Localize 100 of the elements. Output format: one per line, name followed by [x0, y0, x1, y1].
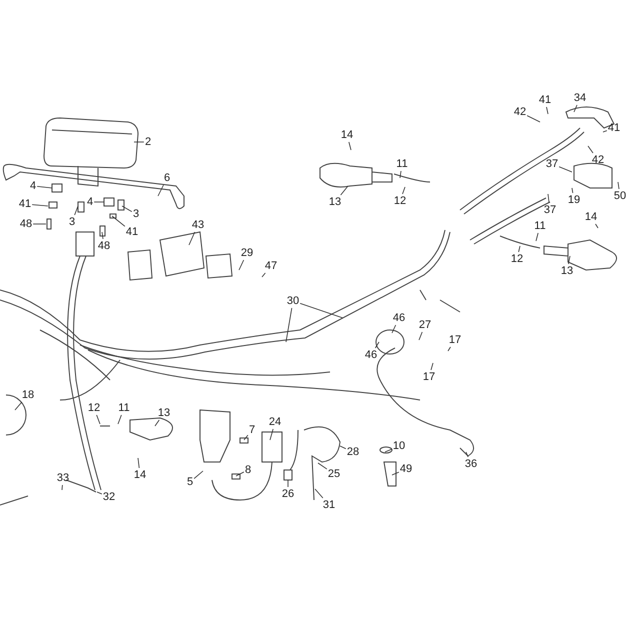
callout-number: 47 — [264, 260, 278, 272]
leader-line — [418, 332, 423, 340]
leader-line — [548, 194, 550, 204]
callout-number: 31 — [322, 499, 336, 511]
leader-line — [300, 303, 344, 318]
callout-number: 41 — [18, 198, 32, 210]
leader-line — [286, 308, 292, 342]
leader-line — [595, 224, 598, 228]
leader-line — [518, 246, 520, 252]
leader-line — [32, 204, 48, 206]
callout-number: 33 — [56, 472, 70, 484]
leader-line — [392, 472, 400, 476]
leader-line — [118, 414, 122, 424]
callout-number: 13 — [328, 196, 342, 208]
callout-number: 41 — [608, 122, 620, 134]
callout-number: 3 — [68, 216, 76, 228]
leader-line — [568, 256, 570, 264]
callout-number: 10 — [392, 440, 406, 452]
callout-number: 17 — [448, 334, 462, 346]
leader-line — [122, 206, 132, 212]
leader-line — [262, 272, 266, 278]
callout-number: 42 — [514, 106, 526, 118]
leader-line — [270, 428, 274, 440]
callout-number: 46 — [392, 312, 406, 324]
callout-number: 3 — [132, 208, 140, 220]
callout-number: 49 — [400, 463, 412, 475]
callout-number: 42 — [592, 154, 604, 166]
leader-line — [138, 458, 140, 468]
leader-line — [158, 184, 164, 196]
callout-number: 4 — [30, 180, 36, 192]
leader-line — [574, 104, 578, 112]
callout-number: 13 — [158, 407, 170, 419]
callout-number: 34 — [574, 92, 586, 104]
leader-line — [74, 206, 78, 216]
callout-number: 37 — [546, 158, 558, 170]
leader-line — [154, 420, 160, 426]
leader-line — [340, 186, 348, 196]
leader-line — [318, 462, 328, 470]
callout-number: 37 — [544, 204, 556, 216]
leader-line — [188, 232, 196, 246]
callout-number: 12 — [510, 253, 524, 265]
leader-line — [236, 472, 244, 476]
leader-line — [546, 106, 548, 114]
callout-number: 18 — [22, 389, 34, 401]
callout-number: 12 — [88, 402, 100, 414]
leader-line — [588, 146, 594, 154]
leader-line — [102, 232, 104, 240]
callout-number: 2 — [144, 136, 152, 148]
callout-number: 14 — [584, 211, 598, 223]
callout-number: 6 — [164, 172, 170, 184]
leader-line — [402, 186, 406, 194]
leader-line — [572, 188, 574, 194]
callout-number: 24 — [268, 416, 282, 428]
callout-number: 50 — [614, 190, 626, 202]
callout-number: 43 — [192, 219, 204, 231]
leader-line — [392, 324, 396, 334]
leader-line — [536, 232, 538, 242]
leader-line — [314, 488, 324, 498]
callout-number: 13 — [560, 265, 574, 277]
callout-number: 27 — [418, 319, 432, 331]
leader-line — [384, 448, 392, 452]
leader-line — [526, 115, 540, 122]
callout-number: 32 — [102, 491, 116, 503]
callout-number: 17 — [422, 371, 436, 383]
callout-number: 46 — [364, 349, 378, 361]
leader-line — [466, 452, 468, 458]
callout-number: 14 — [340, 129, 354, 141]
callout-number: 11 — [534, 220, 546, 232]
callout-number: 5 — [186, 476, 194, 488]
leader-line — [340, 446, 346, 450]
leader-line — [448, 346, 451, 352]
callout-number: 26 — [282, 488, 294, 500]
callout-number: 7 — [248, 424, 256, 436]
leader-line — [36, 186, 52, 188]
leader-line — [618, 182, 620, 190]
callout-number: 36 — [464, 458, 478, 470]
leader-line — [96, 492, 102, 494]
leader-line — [14, 402, 22, 410]
callout-number: 25 — [328, 468, 340, 480]
leader-line — [558, 166, 572, 172]
callout-number: 14 — [134, 469, 146, 481]
leader-line — [602, 130, 608, 132]
callout-number: 4 — [86, 196, 94, 208]
leader-line — [62, 484, 63, 490]
callout-number: 48 — [20, 218, 32, 230]
leader-line — [244, 434, 248, 440]
callout-number: 8 — [244, 464, 252, 476]
leader-line — [194, 470, 204, 479]
callout-number: 30 — [286, 295, 300, 307]
leader-line — [348, 142, 352, 150]
callout-number: 41 — [126, 226, 138, 238]
leader-line — [238, 260, 244, 270]
leader-line — [374, 342, 380, 348]
leader-line — [96, 414, 100, 424]
callout-number: 41 — [538, 94, 552, 106]
callout-number: 28 — [346, 446, 360, 458]
leader-line — [112, 216, 126, 227]
leader-line — [400, 170, 402, 178]
callout-number: 48 — [98, 240, 110, 252]
callout-number: 29 — [240, 247, 254, 259]
